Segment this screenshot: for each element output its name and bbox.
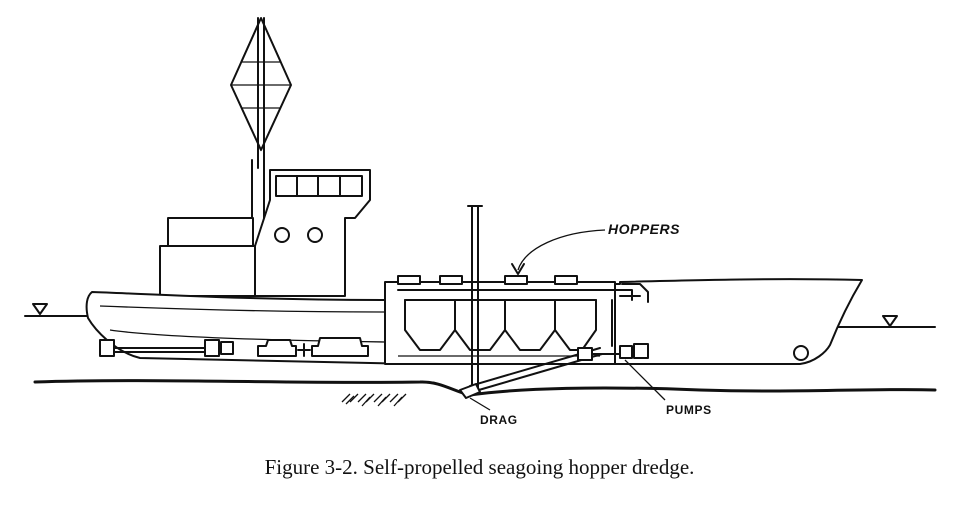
label-drag: DRAG	[480, 413, 518, 427]
mast	[230, 17, 292, 241]
drag-leader	[469, 397, 491, 411]
porthole-2	[307, 227, 323, 243]
hoppers-leader	[511, 229, 606, 275]
engines	[257, 337, 369, 357]
deckhouse	[159, 169, 371, 297]
hopper-dredge-diagram: HOPPERS DRAG PUMPS	[24, 17, 937, 427]
water-level-marker-right	[882, 315, 898, 327]
figure-caption: Figure 3-2. Self-propelled seagoing hopp…	[264, 455, 695, 479]
sea-bed	[33, 379, 937, 407]
pumps-leader	[624, 359, 666, 401]
pumps	[577, 299, 649, 361]
porthole-1	[274, 227, 290, 243]
label-hoppers: HOPPERS	[608, 221, 680, 237]
water-level-marker-left	[32, 303, 48, 315]
porthole-bow	[793, 345, 809, 361]
water-line	[24, 315, 936, 328]
hoppers	[384, 275, 649, 365]
label-pumps: PUMPS	[666, 403, 712, 417]
stern-gear	[99, 339, 234, 357]
